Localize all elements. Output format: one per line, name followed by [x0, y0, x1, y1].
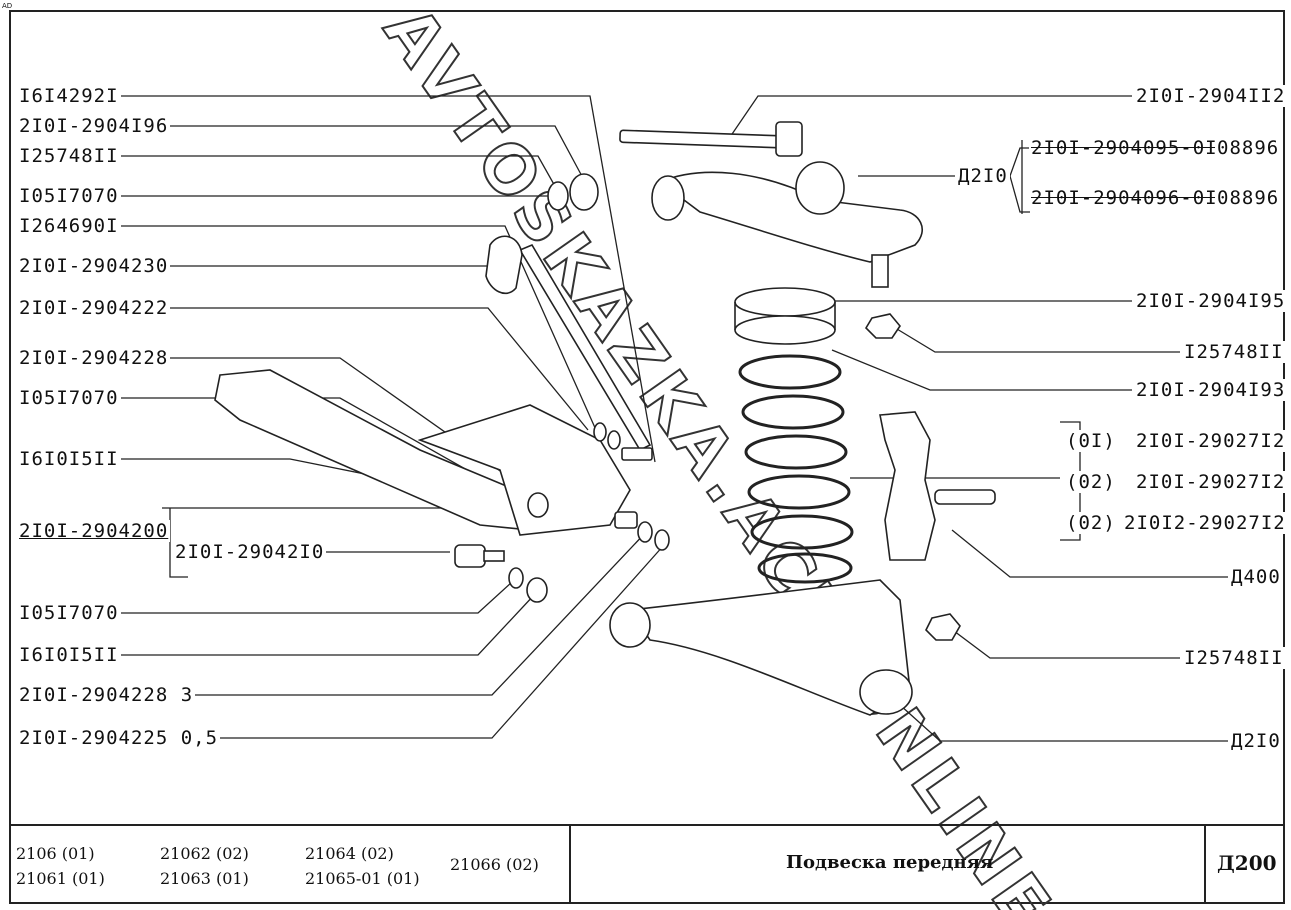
knuckle-variant-2: (02)	[1064, 471, 1118, 493]
upper-bolt	[619, 121, 803, 157]
model-21063: 21063 (01)	[160, 869, 249, 888]
label-knuckle-ref: Д400	[1229, 566, 1283, 588]
model-2106: 2106 (01)	[16, 844, 95, 863]
knuckle-part-3: 2I0I2-29027I2	[1122, 512, 1288, 534]
label-left-4: I05I7070	[17, 185, 121, 207]
knuckle-part-1: 2I0I-29027I2	[1134, 430, 1288, 452]
note-upper-arm-left: 08896	[1215, 137, 1282, 159]
label-left-15: 2I0I-2904228 3	[17, 684, 196, 706]
label-spring: 2I0I-2904I93	[1134, 379, 1288, 401]
label-nut-upper: I25748II	[1182, 341, 1286, 363]
nut-lower	[925, 613, 961, 641]
corner-mark: AD	[2, 2, 13, 10]
coil-spring	[738, 354, 854, 584]
label-spring-seat: 2I0I-2904I95	[1134, 290, 1288, 312]
leader-lines-right	[727, 95, 1228, 742]
lower-control-arm	[609, 579, 913, 716]
label-left-14: I6I0I5II	[17, 644, 121, 666]
drawing-frame	[9, 10, 1285, 904]
label-upper-arm-ref: Д2I0	[956, 165, 1010, 187]
spring-seat	[734, 287, 836, 345]
label-left-13: I05I7070	[17, 602, 121, 624]
model-21064: 21064 (02)	[305, 844, 394, 863]
upper-control-arm	[651, 161, 923, 288]
label-nut-lower: I25748II	[1182, 647, 1286, 669]
stabilizer-bracket	[214, 369, 631, 536]
nut-upper	[864, 313, 901, 339]
bolt-and-washers	[454, 422, 670, 603]
footer-lines	[9, 824, 1285, 904]
label-left-1: I6I4292I	[17, 85, 121, 107]
page-code: Д200	[1217, 851, 1277, 875]
note-upper-arm-right: 08896	[1215, 187, 1282, 209]
steering-knuckle	[879, 411, 996, 561]
model-21066: 21066 (02)	[450, 855, 539, 874]
model-21065-01: 21065-01 (01)	[305, 869, 420, 888]
label-left-16: 2I0I-2904225 0,5	[17, 727, 221, 749]
knuckle-variant-3: (02)	[1064, 512, 1118, 534]
label-upper-bolt: 2I0I-2904II2	[1134, 85, 1288, 107]
label-ball-joint-ref: Д2I0	[1229, 730, 1283, 752]
suspension-parts	[214, 121, 996, 716]
label-left-9: I05I7070	[17, 387, 121, 409]
label-left-12: 2I0I-29042I0	[173, 541, 327, 563]
label-left-10: I6I0I5II	[17, 448, 121, 470]
label-left-8: 2I0I-2904228	[17, 347, 171, 369]
label-left-assembly: 2I0I-2904200	[17, 520, 171, 542]
model-21062: 21062 (02)	[160, 844, 249, 863]
label-left-7: 2I0I-2904222	[17, 297, 171, 319]
label-left-3: I25748II	[17, 145, 121, 167]
strut-rod	[485, 173, 652, 452]
knuckle-part-2: 2I0I-29027I2	[1134, 471, 1288, 493]
page-title: Подвеска передняя	[786, 852, 994, 873]
model-21061: 21061 (01)	[16, 869, 105, 888]
label-upper-arm-left: 2I0I-2904095-0I	[1029, 137, 1220, 159]
label-left-6: 2I0I-2904230	[17, 255, 171, 277]
label-left-5: I264690I	[17, 215, 121, 237]
label-upper-arm-right: 2I0I-2904096-0I	[1029, 187, 1220, 209]
label-left-2: 2I0I-2904I96	[17, 115, 171, 137]
knuckle-variant-1: (0I)	[1064, 430, 1118, 452]
